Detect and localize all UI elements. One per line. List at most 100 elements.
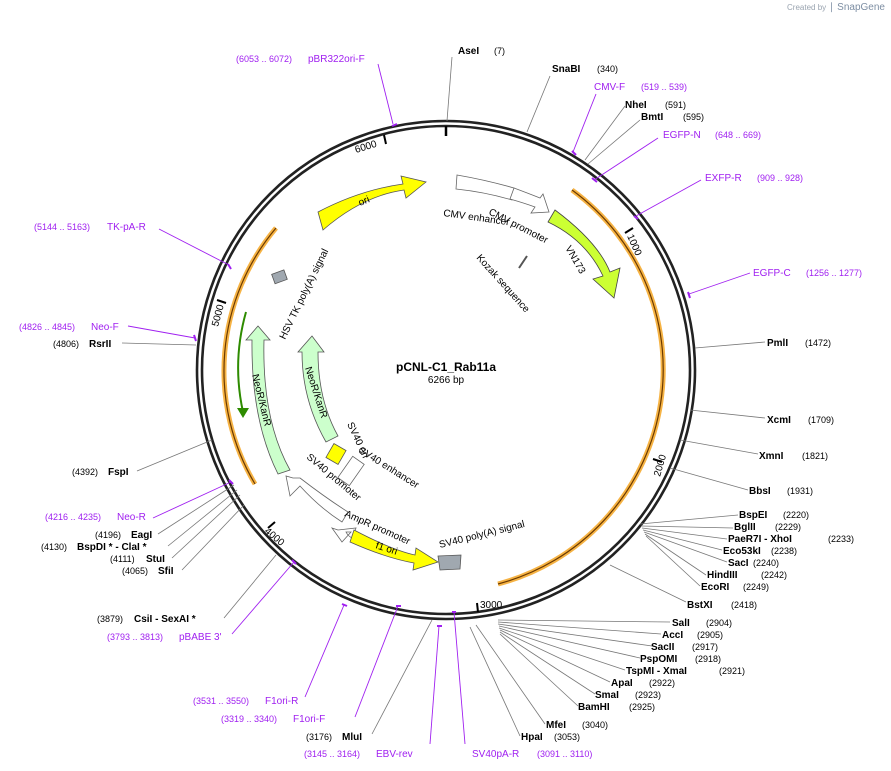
feature-f1-ori-arrow[interactable] [349, 529, 439, 571]
primer-f1ori-r-name[interactable]: F1ori-R [265, 696, 298, 707]
tick-label-3000: 3000 [480, 600, 503, 611]
feature-ori-arrow[interactable] [317, 175, 427, 231]
enzyme-sfii-name[interactable]: SfiI [158, 566, 174, 577]
primer-egfp-n-name[interactable]: EGFP-N [663, 130, 701, 141]
primer-neo-r-name[interactable]: Neo-R [117, 512, 146, 523]
enzyme-pspomi-pos: (2918) [695, 654, 721, 664]
enzyme-mfei-pos: (3040) [582, 720, 608, 730]
enzyme-sacii-pos: (2917) [692, 642, 718, 652]
primer-cmv-f-pos: (519 .. 539) [641, 82, 687, 92]
primer-pbr322ori-f-name[interactable]: pBR322ori-F [308, 54, 365, 65]
enzyme-csii-sexai-pos: (3879) [97, 614, 123, 624]
enzyme-acci-pos: (2905) [697, 630, 723, 640]
tick-mark-1000 [624, 227, 634, 234]
enzyme-snabi-pos: (340) [597, 64, 618, 74]
enzyme-hindiii-pos: (2242) [761, 570, 787, 580]
enzyme-bstxi-name[interactable]: BstXI [687, 600, 713, 611]
feature-hsv-tk-polya-label: HSV TK poly(A) signal [278, 247, 331, 341]
enzyme-bmti-name[interactable]: BmtI [641, 112, 663, 123]
enzyme-paer7i-xhoi-name[interactable]: PaeR7I - XhoI [728, 534, 792, 545]
tick-mark-5000 [216, 299, 227, 304]
enzyme-bbsi-name[interactable]: BbsI [749, 486, 771, 497]
primer-exfp-r-name[interactable]: EXFP-R [705, 173, 742, 184]
enzyme-ecori-name[interactable]: EcoRI [701, 582, 730, 593]
feature-neor-inner-arrow[interactable] [297, 335, 339, 443]
enzyme-hindiii-name[interactable]: HindIII [707, 570, 738, 581]
tick-mark-2000 [652, 458, 663, 463]
enzyme-eco53ki-pos: (2238) [771, 546, 797, 556]
enzyme-rsrii-name[interactable]: RsrII [89, 339, 111, 350]
enzyme-nhei-name[interactable]: NheI [625, 100, 647, 111]
enzyme-hpai-name[interactable]: HpaI [521, 732, 543, 743]
primer-neo-f-name[interactable]: Neo-F [91, 322, 119, 333]
enzyme-mfei-name[interactable]: MfeI [546, 720, 566, 731]
enzyme-apai-pos: (2922) [649, 678, 675, 688]
primer-labels: (6053 .. 6072) pBR322ori-F CMV-F (519 ..… [19, 54, 862, 760]
feature-sv40-promoter-arrow[interactable] [285, 475, 349, 523]
enzyme-xmni-name[interactable]: XmnI [759, 451, 784, 462]
enzyme-sali-name[interactable]: SalI [672, 618, 690, 629]
primer-ebv-rev-pos: (3145 .. 3164) [304, 749, 360, 759]
enzyme-acci-name[interactable]: AccI [662, 630, 683, 641]
enzyme-bspdi-clai-name[interactable]: BspDI * - ClaI * [77, 542, 147, 553]
enzyme-bspei-pos: (2220) [783, 510, 809, 520]
feature-sv40-polya-label: SV40 poly(A) signal [438, 519, 526, 551]
primer-sv40pa-r-name[interactable]: SV40pA-R [472, 749, 519, 760]
enzyme-asei-name[interactable]: AseI [458, 46, 479, 57]
enzyme-pmli-pos: (1472) [805, 338, 831, 348]
enzyme-fspi-name[interactable]: FspI [108, 467, 129, 478]
primer-f1ori-f-pos: (3319 .. 3340) [221, 714, 277, 724]
enzyme-mlui-pos: (3176) [306, 732, 332, 742]
enzyme-snabi-name[interactable]: SnaBI [552, 64, 581, 75]
watermark-brand: SnapGene [837, 2, 885, 13]
backbone-outer-circle [195, 119, 697, 621]
enzyme-smai-name[interactable]: SmaI [595, 690, 619, 701]
feature-sv40-ori-box[interactable] [325, 443, 347, 465]
primer-f1ori-f-name[interactable]: F1ori-F [293, 714, 325, 725]
enzyme-leader-lines [121, 56, 766, 737]
enzyme-sfii-pos: (4065) [122, 566, 148, 576]
primer-exfp-r-pos: (909 .. 928) [757, 173, 803, 183]
enzyme-bamhi-name[interactable]: BamHI [578, 702, 610, 713]
primer-pbabe3-name[interactable]: pBABE 3' [179, 632, 222, 643]
enzyme-paer7i-xhoi-pos: (2233) [828, 534, 854, 544]
primer-tk-pa-r-pos: (5144 .. 5163) [34, 222, 90, 232]
enzyme-apai-name[interactable]: ApaI [611, 678, 633, 689]
snapgene-logo-icon: ∣ [829, 2, 835, 13]
feature-sv40-enhancer-box[interactable] [337, 455, 365, 487]
primer-tk-pa-r-name[interactable]: TK-pA-R [107, 222, 146, 233]
primer-egfp-n-pos: (648 .. 669) [715, 130, 761, 140]
enzyme-stui-name[interactable]: StuI [146, 554, 165, 565]
enzyme-sacii-name[interactable]: SacII [651, 642, 675, 653]
primer-cmv-f-name[interactable]: CMV-F [594, 82, 625, 93]
feature-sv40-enhancer-label: SV40 enhancer [356, 445, 421, 491]
enzyme-labels: AseI (7) SnaBI (340) NheI (591) BmtI (59… [41, 46, 854, 743]
feature-sv40-polya-box[interactable] [437, 554, 462, 571]
feature-cmv-promoter[interactable] [509, 187, 550, 214]
enzyme-tspmi-xmai-name[interactable]: TspMI - XmaI [626, 666, 687, 677]
feature-hsv-tk-polya-box[interactable] [271, 269, 288, 285]
enzyme-xcmi-name[interactable]: XcmI [767, 415, 791, 426]
primer-egfp-c-name[interactable]: EGFP-C [753, 268, 791, 279]
feature-cmv-enhancer[interactable] [455, 174, 515, 201]
primer-neo-f-pos: (4826 .. 4845) [19, 322, 75, 332]
plasmid-name: pCNL-C1_Rab11a [396, 360, 496, 374]
primer-pbabe3-pos: (3793 .. 3813) [107, 632, 163, 642]
enzyme-eagi-name[interactable]: EagI [131, 530, 152, 541]
feature-vn173-arrow[interactable] [547, 209, 621, 299]
enzyme-bglii-name[interactable]: BglII [734, 522, 756, 533]
tick-label-5000: 5000 [210, 303, 226, 328]
enzyme-mlui-name[interactable]: MluI [342, 732, 362, 743]
enzyme-pmli-name[interactable]: PmlI [767, 338, 788, 349]
feature-neor-outer-arrow[interactable] [245, 325, 291, 475]
enzyme-csii-sexai-name[interactable]: CsiI - SexAI * [134, 614, 196, 625]
enzyme-saci-name[interactable]: SacI [728, 558, 749, 569]
enzyme-stui-pos: (4111) [110, 554, 135, 564]
enzyme-pspomi-name[interactable]: PspOMI [640, 654, 677, 665]
primer-ebv-rev-name[interactable]: EBV-rev [376, 749, 413, 760]
enzyme-eco53ki-name[interactable]: Eco53kI [723, 546, 761, 557]
enzyme-bspei-name[interactable]: BspEI [739, 510, 768, 521]
enzyme-bglii-pos: (2229) [775, 522, 801, 532]
tick-label-4000: 4000 [262, 526, 286, 549]
